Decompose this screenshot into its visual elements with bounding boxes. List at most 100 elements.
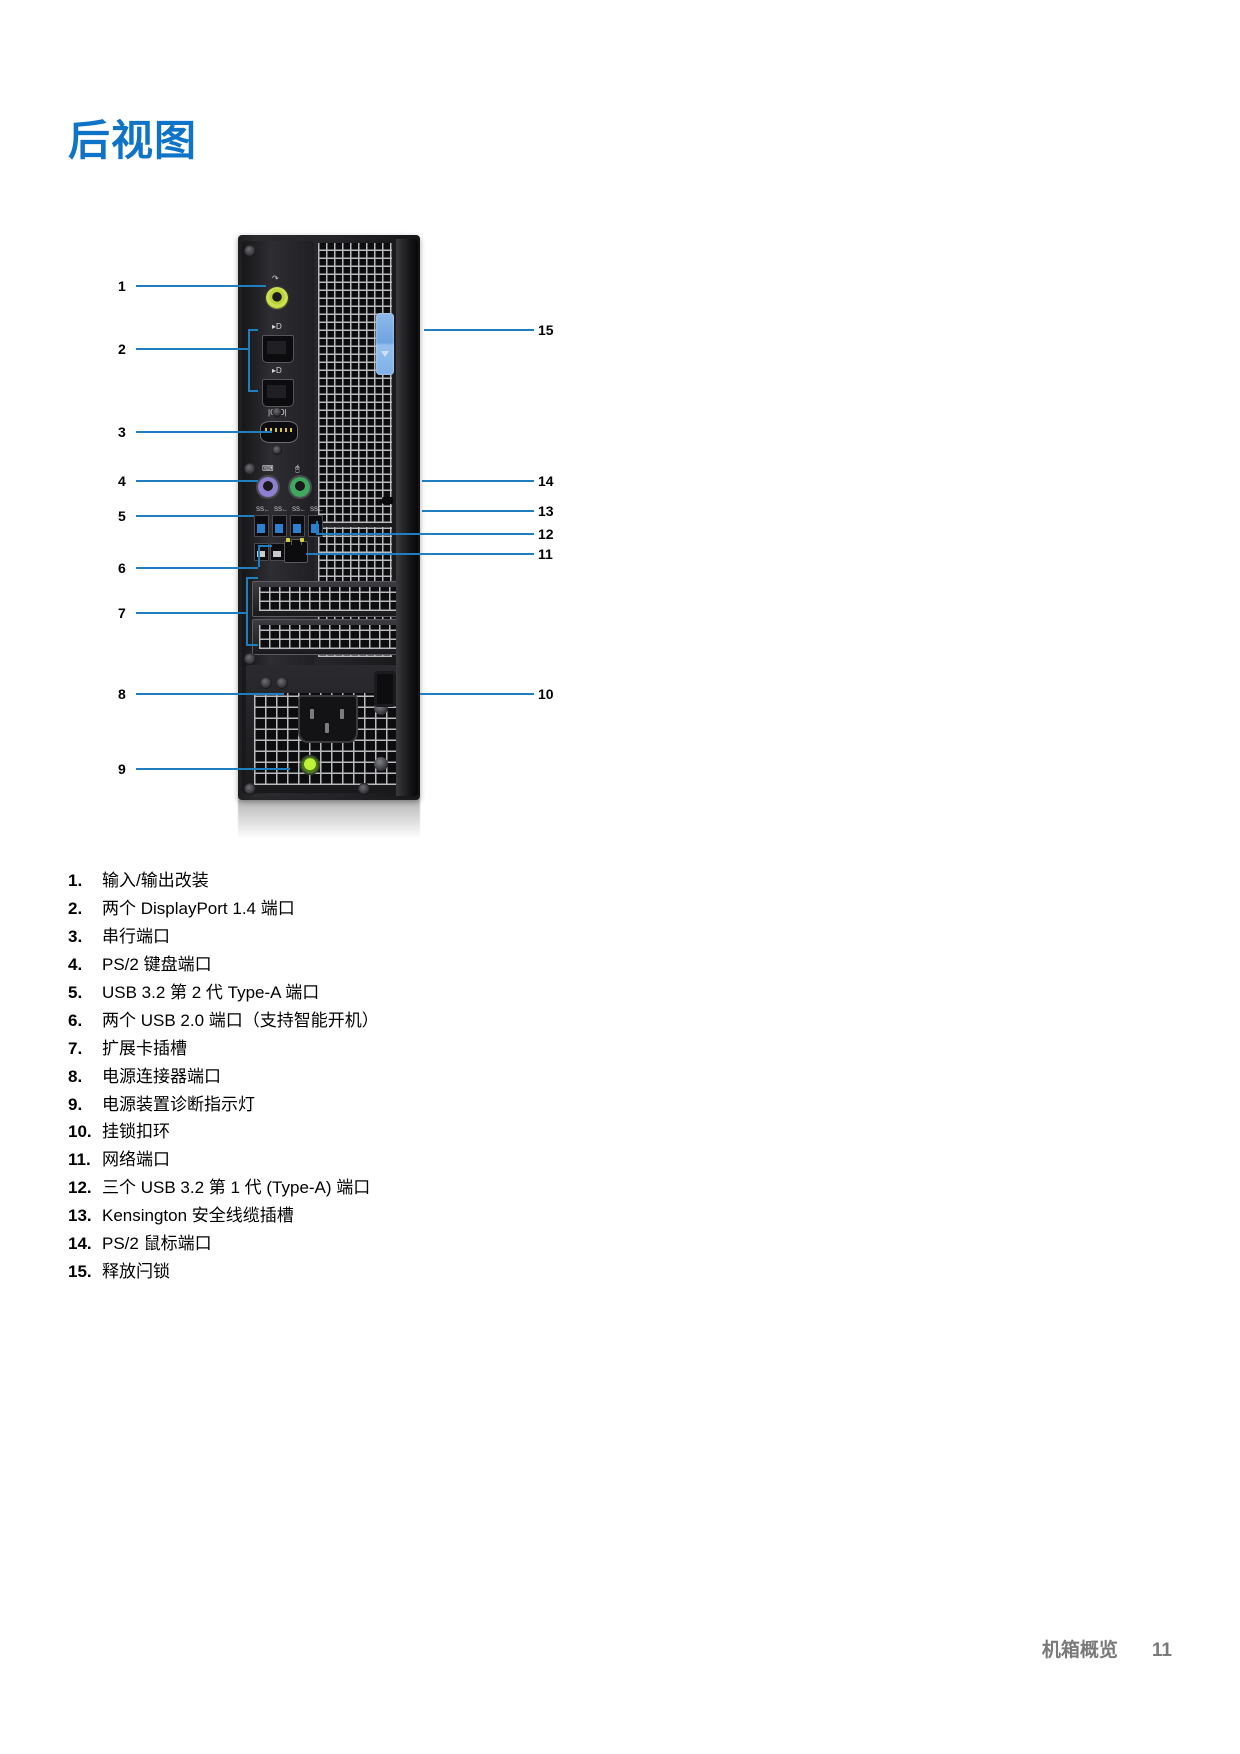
leader-line-5 xyxy=(136,515,254,517)
legend-item-number: 7. xyxy=(68,1038,83,1058)
legend-item-number: 8. xyxy=(68,1066,83,1086)
legend-item: 6. 两个 USB 2.0 端口（支持智能开机） xyxy=(68,1010,688,1033)
rear-view-figure: ↷ ▸D ▸D |O|O| ⌨ 🖰 SS← SS← SS← SS← xyxy=(100,225,600,839)
callout-number-3: 3 xyxy=(118,424,126,440)
legend-item: 12. 三个 USB 3.2 第 1 代 (Type-A) 端口 xyxy=(68,1177,688,1200)
callout-number-14: 14 xyxy=(538,473,554,489)
leader-line-6 xyxy=(136,567,258,569)
usb20-port-1 xyxy=(254,543,269,561)
legend-item: 14. PS/2 鼠标端口 xyxy=(68,1233,688,1256)
leader-bracket-2-top xyxy=(248,329,258,331)
leader-bracket-2 xyxy=(248,329,250,391)
legend-item: 2. 两个 DisplayPort 1.4 端口 xyxy=(68,898,688,921)
leader-bracket-7-bottom xyxy=(246,644,258,646)
legend-item: 5. USB 3.2 第 2 代 Type-A 端口 xyxy=(68,982,688,1005)
psu-diagnostic-led xyxy=(302,757,318,773)
page-footer: 机箱概览 11 xyxy=(1042,1635,1172,1662)
corner-screw-bottom-2 xyxy=(358,783,370,795)
legend-item-text: 输入/输出改装 xyxy=(102,871,209,890)
psu-screw-small-2 xyxy=(276,677,288,689)
displayport-icon-2: ▸D xyxy=(272,366,282,375)
usb-ss-icon-1: SS← xyxy=(256,507,271,513)
chassis-body: ↷ ▸D ▸D |O|O| ⌨ 🖰 SS← SS← SS← SS← xyxy=(238,235,420,800)
legend-item-text: 电源装置诊断指示灯 xyxy=(102,1094,255,1114)
callout-number-8: 8 xyxy=(118,686,126,702)
leader-line-4 xyxy=(136,480,258,482)
ps2-keyboard-port xyxy=(258,477,278,497)
leader-bracket-12 xyxy=(316,521,318,533)
leader-line-15 xyxy=(424,329,534,331)
legend-item: 3. 串行端口 xyxy=(68,926,688,949)
callout-number-2: 2 xyxy=(118,341,126,357)
ps2-mouse-icon: 🖰 xyxy=(295,464,300,473)
leader-bracket-2-bottom xyxy=(248,390,258,392)
usb32-gen1-port-3 xyxy=(308,515,323,537)
legend-item-text: 扩展卡插槽 xyxy=(102,1038,187,1058)
callout-number-7: 7 xyxy=(118,605,126,621)
expansion-slot-1-vent xyxy=(259,587,397,611)
usb32-gen1-port-1 xyxy=(272,515,287,537)
callout-number-4: 4 xyxy=(118,473,126,489)
legend-item-number: 2. xyxy=(68,898,83,918)
leader-bracket-6 xyxy=(258,545,260,567)
leader-line-1 xyxy=(136,285,266,287)
legend-item-number: 10. xyxy=(68,1122,92,1142)
legend-item-number: 3. xyxy=(68,926,83,946)
leader-line-10 xyxy=(420,693,534,695)
psu-screw-bottom xyxy=(374,757,388,771)
usb32-gen2-port xyxy=(254,515,269,537)
leader-line-8 xyxy=(136,693,284,695)
legend-item-text: 电源连接器端口 xyxy=(102,1066,221,1086)
serial-screw-bottom xyxy=(272,445,282,455)
leader-bracket-6-top xyxy=(258,545,272,547)
usb-ss-icon-3: SS← xyxy=(292,507,307,513)
callout-number-11: 11 xyxy=(538,546,553,562)
power-pin-ground xyxy=(325,723,329,733)
legend-item-number: 1. xyxy=(68,871,83,890)
legend-item-text: 两个 USB 2.0 端口（支持智能开机） xyxy=(102,1010,379,1030)
chassis-reflection xyxy=(238,797,420,839)
legend-item: 9. 电源装置诊断指示灯 xyxy=(68,1094,688,1117)
leader-line-13 xyxy=(422,510,534,512)
chassis-vent-upper xyxy=(318,243,392,523)
legend-item-text: 释放闩锁 xyxy=(102,1262,170,1282)
ps2-keyboard-icon: ⌨ xyxy=(262,464,274,473)
legend-item-number: 6. xyxy=(68,1010,83,1030)
callout-number-9: 9 xyxy=(118,761,126,777)
legend-item: 1. 输入/输出改装 xyxy=(68,870,688,893)
corner-screw-tl xyxy=(244,245,256,257)
leader-line-2 xyxy=(136,348,248,350)
usb-ss-icon-4: SS← xyxy=(310,507,325,513)
release-latch xyxy=(376,313,394,375)
usb20-port-2 xyxy=(270,543,285,561)
leader-bracket-7-top xyxy=(246,577,258,579)
leader-line-7 xyxy=(136,612,246,614)
callout-number-6: 6 xyxy=(118,560,126,576)
legend-item-text: 串行端口 xyxy=(102,926,170,946)
legend-item-text: 网络端口 xyxy=(102,1150,170,1170)
legend-item: 10. 挂锁扣环 xyxy=(68,1121,688,1144)
leader-line-3 xyxy=(136,431,272,433)
footer-page-number: 11 xyxy=(1151,1640,1172,1661)
legend-item-text: 挂锁扣环 xyxy=(102,1122,170,1142)
callout-number-15: 15 xyxy=(538,322,554,338)
legend-item: 7. 扩展卡插槽 xyxy=(68,1038,688,1061)
legend-item: 11. 网络端口 xyxy=(68,1149,688,1172)
usb32-gen1-port-2 xyxy=(290,515,305,537)
displayport-2 xyxy=(262,379,294,407)
legend-item-number: 14. xyxy=(68,1234,92,1254)
expansion-slot-2 xyxy=(252,619,404,655)
padlock-ring xyxy=(374,671,396,707)
callout-number-10: 10 xyxy=(538,686,554,702)
displayport-icon-1: ▸D xyxy=(272,322,282,331)
legend-item-text: Kensington 安全线缆插槽 xyxy=(102,1206,294,1226)
page-title: 后视图 xyxy=(68,117,198,164)
callout-number-13: 13 xyxy=(538,503,554,519)
legend-item-number: 9. xyxy=(68,1094,83,1114)
corner-screw-ml xyxy=(244,463,256,475)
serial-screw-top xyxy=(272,407,282,417)
network-led-left xyxy=(286,538,290,542)
psu-screw-small-1 xyxy=(260,677,272,689)
legend-item-text: 两个 DisplayPort 1.4 端口 xyxy=(102,898,295,918)
network-led-right xyxy=(300,538,304,542)
